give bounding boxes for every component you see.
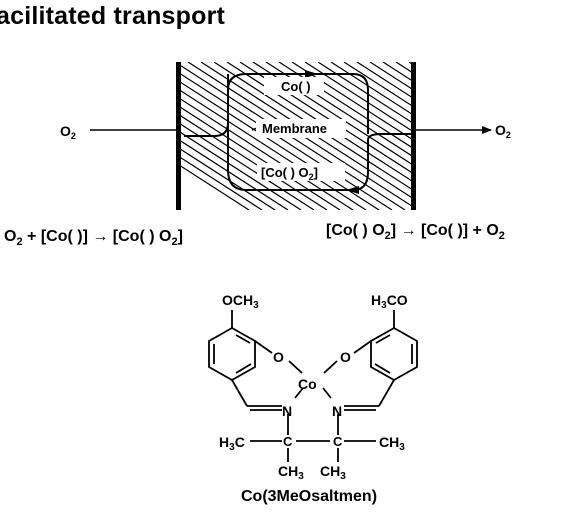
label-bg-membrane: [256, 119, 346, 138]
carbon-right-label: C: [333, 434, 343, 449]
hatch-line: [317, 62, 415, 126]
carrier-free-label: Co( ): [281, 79, 311, 94]
carbon-left-label: C: [283, 434, 293, 449]
hatch-line: [291, 62, 415, 142]
hatch-line: [179, 105, 341, 210]
binding-equation: O2 + [Co( )] → [Co( ) O2]: [4, 228, 183, 249]
carrier-loop: [184, 73, 411, 191]
methyl-down-left-label: CH3: [278, 463, 304, 482]
hatch-line: [179, 164, 250, 210]
hatch-line: [356, 62, 415, 101]
hatch-line: [408, 62, 415, 67]
compound-name: Co(3MeOsaltmen): [241, 488, 378, 505]
methoxy-right-label: H3CO: [371, 292, 408, 311]
figure-title: acilitated transport: [0, 2, 226, 30]
label-bg-carrier: [264, 77, 324, 95]
methyl-right-label: CH3: [379, 434, 405, 453]
release-equation: [Co( ) O2] → [Co( )] + O2: [326, 222, 505, 243]
oxygen-left-label: O: [273, 349, 284, 365]
hatch-line: [179, 88, 367, 210]
oxygen-right-label: O: [340, 349, 351, 365]
hatch-line: [330, 62, 415, 117]
hatch-line: [369, 62, 415, 92]
membrane-wall-right: [411, 62, 416, 210]
label-bg-bound: [257, 163, 345, 181]
upper-arrow-icon: [305, 70, 318, 78]
hatch-line: [179, 147, 276, 210]
membrane-label: Membrane: [262, 121, 327, 136]
hatch-line: [395, 62, 415, 75]
methyl-left-label: H3C: [219, 434, 245, 453]
structure-labels: OCH3 H3CO O O Co N N C C H3C CH3 CH3 CH3: [219, 292, 408, 482]
hatch-line: [179, 97, 354, 210]
membrane-wall-left: [176, 62, 181, 210]
hatch-line: [304, 62, 415, 134]
methyl-down-right-label: CH3: [320, 463, 346, 482]
methoxy-left-label: OCH3: [222, 292, 259, 311]
lower-arrow-icon: [346, 186, 359, 194]
hatch-line: [343, 62, 415, 109]
hatch-line: [179, 155, 263, 210]
co-salen-structure: [208, 310, 418, 462]
nitrogen-left-label: N: [282, 403, 292, 419]
hatch-line: [179, 139, 289, 210]
nitrogen-right-label: N: [332, 403, 342, 419]
cobalt-label: Co: [298, 376, 317, 392]
carrier-bound-label: [Co( ) O2]: [261, 165, 318, 182]
o2-out-label: O2: [495, 122, 511, 140]
o2-in-label: O2: [60, 123, 76, 141]
